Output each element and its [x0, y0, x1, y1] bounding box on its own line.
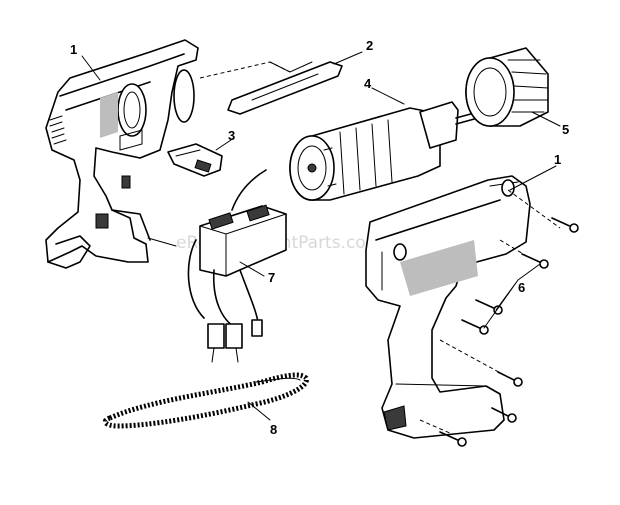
callout-housing-right: 1	[554, 152, 561, 167]
callout-contact-clip: 3	[228, 128, 235, 143]
switch-assembly-part	[187, 169, 287, 363]
left-housing-half	[45, 39, 199, 269]
callout-switch-assembly: 7	[268, 270, 275, 285]
callout-gear-case-cap: 5	[562, 122, 569, 137]
callout-switch-slide: 2	[366, 38, 373, 53]
callout-leaders	[81, 51, 561, 421]
callout-screws: 6	[518, 280, 525, 295]
callout-housing-left: 1	[70, 42, 77, 57]
gear-case-cap-part	[465, 47, 549, 127]
callout-motor: 4	[364, 76, 372, 91]
contact-clip-part	[167, 143, 223, 177]
lanyard-part	[102, 372, 309, 429]
motor-part	[289, 101, 479, 201]
switch-slide-part	[199, 61, 343, 115]
screws-part	[419, 189, 579, 447]
right-housing-half	[365, 175, 531, 439]
callout-labels: 1 2 3 4 5 1 6 7 8	[70, 38, 569, 437]
callout-lanyard: 8	[270, 422, 277, 437]
